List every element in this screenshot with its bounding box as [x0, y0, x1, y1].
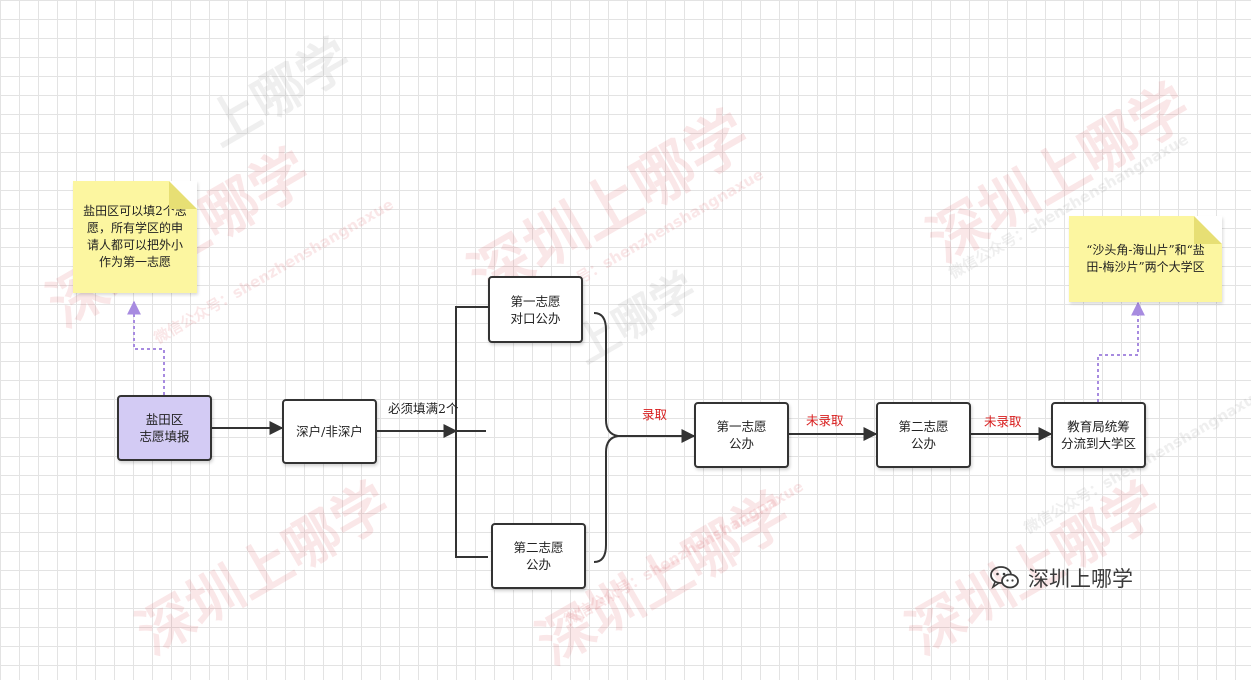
note-text: “沙头角-海山片”和“盐田-梅沙片”两个大学区	[1086, 243, 1205, 274]
merge-brace	[593, 312, 619, 563]
node-second-choice-public: 第二志愿 公办	[491, 523, 586, 589]
label-not-admitted-2: 未录取	[984, 414, 1022, 429]
node-first-choice-public: 第一志愿 公办	[694, 402, 789, 468]
flowchart-canvas: 上哪学 深圳上哪学 微信公众号：shenzhenshangnaxue 深圳上哪学…	[37, 28, 1251, 677]
label-must-fill: 必须填满2个	[388, 401, 459, 416]
dotted-arrow-right-note	[1097, 301, 1145, 402]
label-not-admitted-1: 未录取	[806, 413, 844, 428]
note-fold	[169, 181, 197, 209]
label-admitted: 录取	[642, 407, 668, 422]
brand-mark: 深圳上哪学	[990, 563, 1133, 593]
node-first-choice-matched: 第一志愿 对口公办	[488, 276, 583, 343]
node-second-choice-public-result: 第二志愿 公办	[876, 402, 971, 468]
sticky-note-right: “沙头角-海山片”和“盐田-梅沙片”两个大学区	[1069, 216, 1222, 302]
note-fold	[1194, 216, 1222, 244]
node-hukou-type: 深户/非深户	[282, 399, 377, 464]
brand-name: 深圳上哪学	[1028, 567, 1133, 591]
dotted-arrow-left-note	[127, 300, 165, 395]
wechat-icon	[990, 566, 1019, 590]
split-bracket	[455, 306, 488, 558]
sticky-note-left: 盐田区可以填2个志愿，所有学区的申请人都可以把外小作为第一志愿	[73, 181, 197, 293]
node-yantian-application: 盐田区 志愿填报	[117, 395, 212, 461]
node-bureau-allocation: 教育局统筹 分流到大学区	[1051, 402, 1146, 468]
note-text: 盐田区可以填2个志愿，所有学区的申请人都可以把外小作为第一志愿	[83, 204, 187, 269]
connectors	[127, 300, 1145, 563]
